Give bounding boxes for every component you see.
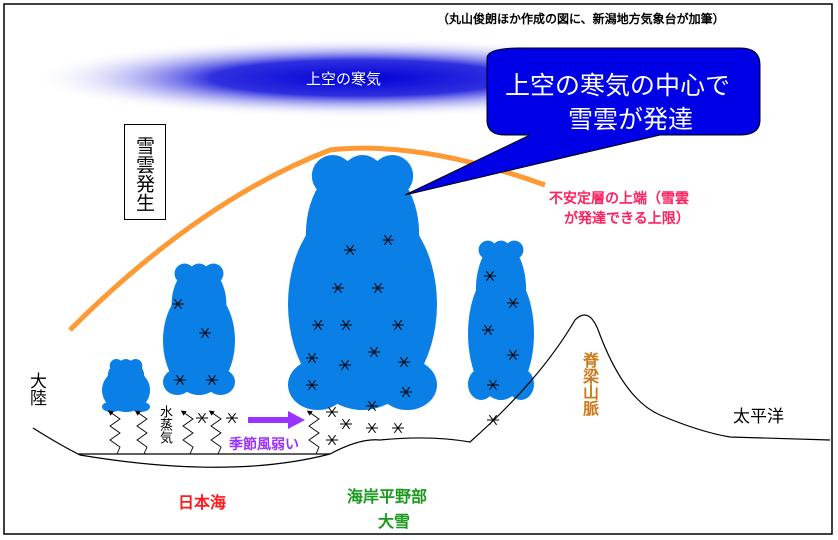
cloud-puff [377, 359, 438, 410]
snow-clouds [102, 155, 534, 412]
snowflake-icon [174, 374, 186, 386]
cloud-puff [491, 240, 511, 260]
cold-air-label: 上空の寒気 [306, 70, 382, 88]
cloud-puff [507, 368, 534, 401]
sea-of-japan-label: 日本海 [178, 493, 227, 512]
snowflake-icon [306, 352, 318, 364]
cloud-puff [311, 155, 354, 197]
mountains-label: 脊梁山脈 [580, 352, 599, 416]
snowflake-icon [392, 319, 404, 331]
cloud-puff [163, 369, 192, 395]
unstable-layer-top-line [68, 145, 546, 332]
snowflake-icon [326, 406, 338, 418]
monsoon-arrow-head [288, 411, 305, 429]
water-vapor-arrows [107, 410, 320, 455]
vapor-arrow-icon [306, 410, 320, 455]
cloud-puff [468, 368, 495, 401]
coastal-plain-line2: 大雪 [378, 512, 411, 531]
cloud-puff [487, 368, 515, 401]
snow-cloud [288, 155, 438, 410]
snowflake-icon [366, 400, 378, 412]
snowflake-icon [484, 270, 496, 282]
cloud-puff [332, 359, 393, 410]
snowflake-icon [312, 319, 324, 331]
cloud-puff [504, 240, 524, 260]
frame [3, 3, 833, 535]
cloud-puff [184, 369, 214, 395]
cloud-puff [128, 359, 143, 373]
snowflake-icon [206, 374, 218, 386]
snow-cloud [163, 263, 236, 395]
vapor-arrow-icon [180, 410, 194, 455]
unstable-layer-line2: が発達できる上限） [564, 211, 690, 227]
snow-cloud-formation-label: 雪雲発生 [124, 124, 166, 220]
snowflake-icon [196, 412, 208, 424]
snowflake-icon [507, 297, 519, 309]
snowflake-icon [340, 418, 352, 430]
snowflake-icon [226, 412, 238, 424]
snowflake-icon [332, 282, 344, 294]
cloud-puff [102, 401, 122, 412]
callout-line1: 上空の寒気の中心で [505, 71, 731, 100]
cloud-puff [341, 155, 384, 197]
snowflake-icon [372, 282, 384, 294]
snowflake-icon [400, 386, 412, 398]
vapor-arrow-icon [208, 410, 222, 455]
cloud-puff [371, 155, 414, 197]
snowflake-icon [482, 324, 494, 336]
snowflake-icon [487, 379, 499, 391]
snowflake-icon [398, 356, 410, 368]
snowflake-icon [392, 422, 404, 434]
terrain-line [32, 314, 831, 468]
coastal-plain-line1: 海岸平野部 [347, 487, 428, 506]
cloud-puff [203, 263, 224, 284]
snowflake-icon [366, 422, 378, 434]
snowflake-icon [326, 434, 338, 446]
vapor-arrow-icon [134, 410, 148, 455]
cloud-puff [130, 401, 150, 412]
snowflake-icon [368, 346, 380, 358]
cloud-puff [478, 240, 498, 260]
continent-label: 大陸 [26, 372, 46, 406]
water-vapor-label: 水蒸気 [157, 405, 172, 444]
snowflake-icon [382, 234, 394, 246]
cloud-puff [119, 359, 133, 373]
cloud-puff [116, 401, 136, 412]
snowflake-icon [340, 319, 352, 331]
callout-line2: 雪雲が発達 [568, 105, 694, 134]
snowflake-icon [507, 349, 519, 361]
callout-bubble [404, 47, 761, 196]
monsoon-weak-label: 季節風弱い [229, 437, 299, 453]
cloud-puff [206, 369, 236, 395]
vapor-arrow-icon [107, 410, 121, 455]
credit-text: （丸山俊朗ほか作成の図に、新潟地方気象台が加筆） [437, 12, 725, 26]
snowflake-icon [199, 327, 211, 339]
snowflake-icon [339, 359, 351, 371]
snowflakes [172, 234, 519, 446]
snowflake-icon [306, 379, 318, 391]
unstable-layer-line1: 不安定層の上端（雪雲 [549, 191, 689, 207]
cloud-puff [174, 263, 195, 284]
cloud-puff [188, 263, 210, 284]
cloud-puff [109, 359, 124, 373]
pacific-label: 太平洋 [733, 407, 784, 427]
cloud-body [171, 265, 227, 343]
snow-cloud [468, 240, 534, 401]
cloud-body [475, 242, 527, 337]
snowflake-icon [172, 298, 184, 310]
snow-cloud [102, 359, 150, 412]
snowflake-icon [344, 244, 356, 256]
